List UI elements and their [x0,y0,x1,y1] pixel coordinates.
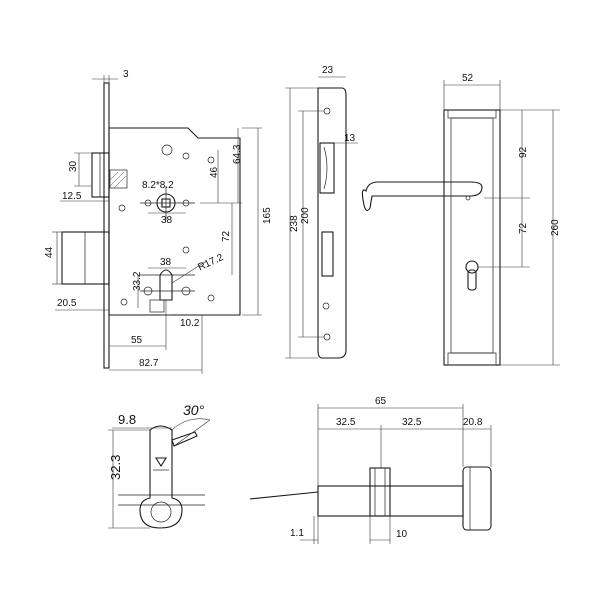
faceplate-view [317,87,347,359]
cylinder-length-view [249,466,492,531]
dim-case-height: 165 [262,207,273,224]
dim-cylinder-cam-width: 10 [396,529,408,540]
dim-backset: 55 [131,335,143,346]
dim-handle-total-height: 260 [550,219,561,236]
latch-hatch [109,169,128,189]
dim-latch-height: 30 [68,160,79,172]
case-screw-holes [118,144,215,306]
faceplate-outline [317,87,347,359]
dim-spindle-square: 8.2*8.2 [142,180,174,191]
dim-cylinder-right-half: 32.5 [402,417,422,428]
dim-handle-width: 52 [462,73,474,84]
dim-cylinder-spacing-bottom: 38 [160,257,172,268]
cylinder-cutout [140,269,195,313]
dim-centre-distance: 72 [221,230,232,242]
cylinder-side-view [118,425,205,529]
dim-cam-width: 10.2 [180,318,200,329]
dim-cylinder-knob: 20.8 [463,417,483,428]
cylinder-cam-block [369,467,391,517]
dim-bolt-offset: 20.5 [57,298,77,309]
handle-keyhole [465,260,479,291]
lock-faceplate-strip [103,82,110,369]
dim-cam-offset: 9.8 [118,412,136,427]
latch-bolt [91,152,110,198]
dim-spindle-top: 64.3 [232,144,243,164]
dim-cylinder-spacing-top: 38 [161,215,173,226]
dim-latch-offset: 12.5 [62,191,82,202]
cylinder-profile [139,425,183,529]
cylinder-dimensions: 65 32.5 32.5 20.8 1.1 10 [290,396,492,544]
handle-dimensions: 52 92 72 260 [443,73,561,366]
lock-body-dimensions: 3 30 12.5 44 20.5 46 64.3 8.2*8.2 38 165 [44,69,273,374]
spindle-hub [140,186,195,220]
brand-mark [153,457,169,471]
dim-cylinder-radius: R17.2 [196,252,225,273]
lock-body-view [61,82,241,369]
dim-cylinder-height: 33.2 [132,271,143,291]
dim-faceplate-screw-distance: 200 [300,207,311,224]
dim-case-depth: 82.7 [139,358,159,369]
dim-handle-upper: 92 [518,146,529,158]
dim-cam-angle: 30° [183,402,205,418]
handle-view [361,109,501,366]
dim-spindle-offset: 46 [209,166,220,178]
faceplate-latch-slot [319,142,335,194]
handle-backplate [443,109,501,366]
faceplate-bolt-slot [321,231,334,277]
lock-case-outline [108,127,241,316]
cylinder-knob [462,466,492,531]
cylinder-tail [249,491,319,500]
dim-tail-offset: 1.1 [290,528,304,539]
dim-cylinder-total: 65 [375,396,387,407]
cylinder-side-dimensions: 9.8 30° 32.3 [108,402,211,529]
dim-profile-height: 32.3 [108,455,123,480]
dead-bolt [61,231,110,285]
handle-lever [361,181,483,211]
dim-cylinder-left-half: 32.5 [336,417,356,428]
dim-faceplate-length: 238 [289,215,300,232]
handle-backplate-inner [450,117,494,354]
dim-bolt-height: 44 [44,246,55,258]
faceplate-dimensions: 23 13 238 200 [285,65,358,359]
dim-faceplate-width: 23 [322,65,334,76]
dim-faceplate-thickness: 3 [123,69,129,80]
dim-faceplate-latch-width: 13 [344,133,356,144]
cylinder-cam [171,431,198,447]
dim-handle-lower: 72 [518,222,529,234]
